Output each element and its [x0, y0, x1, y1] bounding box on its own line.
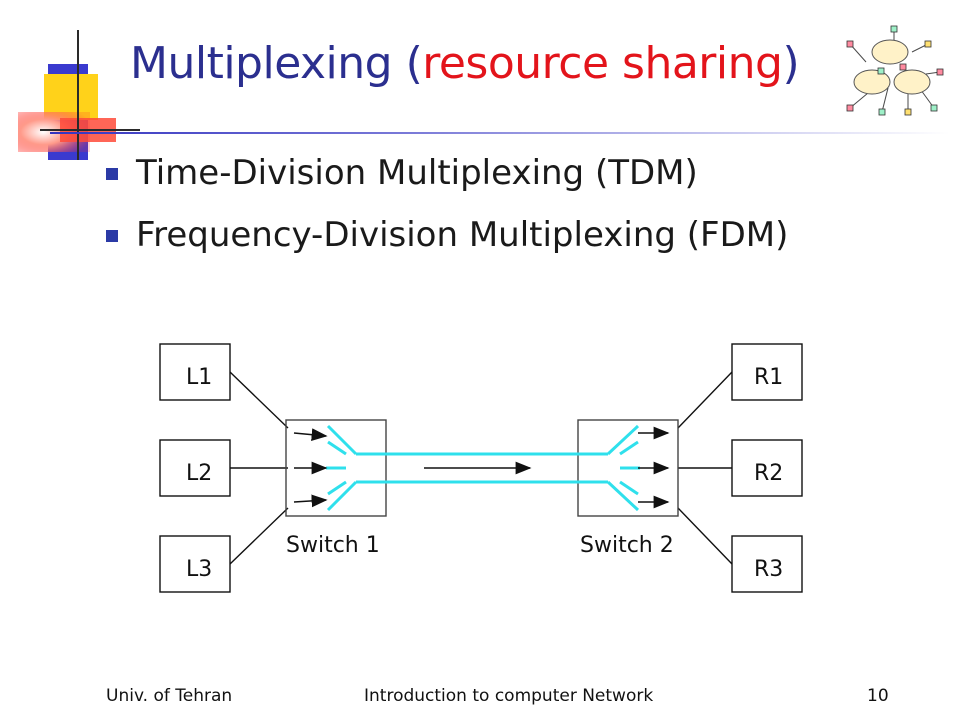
- svg-text:L2: L2: [186, 461, 212, 486]
- flow-arrows: [293, 426, 670, 509]
- shared-link: [326, 424, 640, 512]
- switch-2-label: Switch 2: [580, 533, 674, 558]
- switch-1-label: Switch 1: [286, 533, 380, 558]
- footer-institution: Univ. of Tehran: [106, 686, 233, 706]
- host-L1: L1: [159, 343, 231, 401]
- bullet-item-fdm: Frequency-Division Multiplexing (FDM): [100, 210, 788, 272]
- host-R2: R2: [731, 439, 803, 497]
- bullet-square-icon: [106, 168, 118, 180]
- page-title: Multiplexing (resource sharing): [130, 38, 800, 89]
- bullet-list: Time-Division Multiplexing (TDM) Frequen…: [100, 148, 788, 272]
- svg-text:L3: L3: [186, 557, 212, 582]
- bullet-square-icon: [106, 230, 118, 242]
- host-R3: R3: [731, 535, 803, 593]
- bullet-item-tdm: Time-Division Multiplexing (TDM): [100, 148, 788, 210]
- footer-page-number: 10: [867, 686, 889, 706]
- svg-text:R2: R2: [754, 461, 783, 486]
- svg-text:L1: L1: [186, 365, 212, 390]
- title-divider: [50, 132, 950, 134]
- svg-text:R3: R3: [754, 557, 783, 582]
- host-L2: L2: [159, 439, 231, 497]
- multiplexing-diagram: L1 L2 L3 R1 R2 R3: [159, 343, 803, 593]
- network-cloud-logo: [846, 25, 944, 116]
- host-R1: R1: [731, 343, 803, 401]
- host-L3: L3: [159, 535, 231, 593]
- footer-course: Introduction to computer Network: [364, 686, 654, 706]
- corner-squares-decoration: [18, 30, 140, 160]
- svg-text:R1: R1: [754, 365, 783, 390]
- title-accent: resource sharing: [422, 38, 783, 89]
